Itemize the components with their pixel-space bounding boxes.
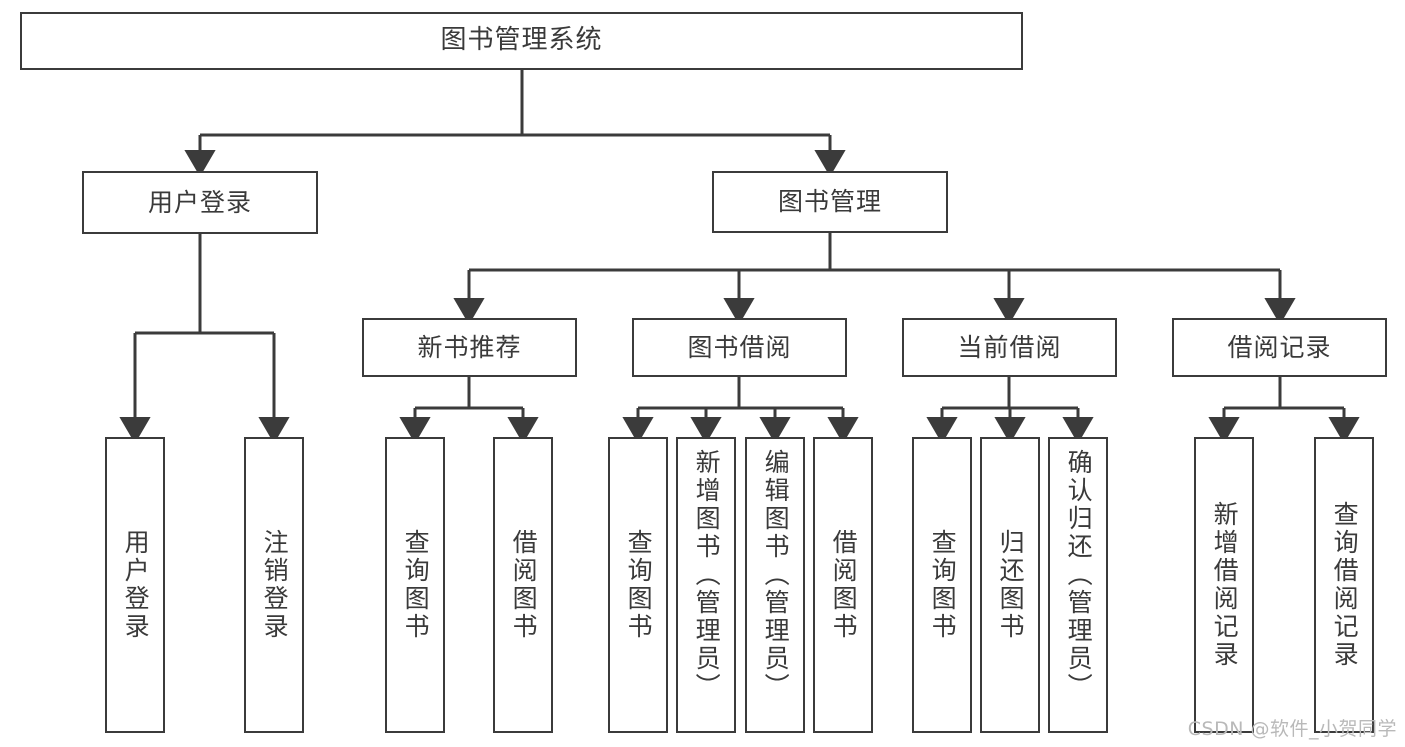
- node-leaf-query-book-2-label: 查询图书: [624, 529, 654, 641]
- node-leaf-user-logout-label: 注销登录: [260, 529, 290, 641]
- node-book-borrow-label: 图书借阅: [687, 332, 792, 362]
- node-book-borrow[interactable]: 图书借阅: [632, 318, 847, 377]
- node-leaf-edit-book[interactable]: 编辑图书（管理员）: [745, 437, 805, 733]
- node-root-label: 图书管理系统: [440, 25, 603, 56]
- node-leaf-borrow-book-1[interactable]: 借阅图书: [493, 437, 553, 733]
- node-leaf-edit-book-label: 编辑图书（管理员）: [761, 449, 791, 701]
- node-leaf-query-book-3-label: 查询图书: [928, 529, 958, 641]
- node-user-login[interactable]: 用户登录: [82, 171, 318, 234]
- node-leaf-add-book-label: 新增图书（管理员）: [692, 449, 722, 701]
- node-leaf-add-book[interactable]: 新增图书（管理员）: [676, 437, 736, 733]
- node-leaf-query-book-2[interactable]: 查询图书: [608, 437, 668, 733]
- node-leaf-borrow-book-2-label: 借阅图书: [829, 529, 859, 641]
- node-leaf-query-record[interactable]: 查询借阅记录: [1314, 437, 1374, 733]
- node-leaf-user-login[interactable]: 用户登录: [105, 437, 165, 733]
- node-leaf-borrow-book-1-label: 借阅图书: [509, 529, 539, 641]
- node-current-borrow-label: 当前借阅: [957, 332, 1062, 362]
- node-leaf-user-logout[interactable]: 注销登录: [244, 437, 304, 733]
- node-leaf-query-record-label: 查询借阅记录: [1330, 501, 1360, 669]
- node-user-login-label: 用户登录: [147, 187, 252, 217]
- node-leaf-user-login-label: 用户登录: [121, 529, 151, 641]
- node-new-book-rec[interactable]: 新书推荐: [362, 318, 577, 377]
- node-leaf-add-record-label: 新增借阅记录: [1210, 501, 1240, 669]
- node-new-book-rec-label: 新书推荐: [417, 332, 522, 362]
- node-leaf-confirm-return[interactable]: 确认归还（管理员）: [1048, 437, 1108, 733]
- node-leaf-return-book-label: 归还图书: [996, 529, 1026, 641]
- node-leaf-query-book-3[interactable]: 查询图书: [912, 437, 972, 733]
- node-leaf-return-book[interactable]: 归还图书: [980, 437, 1040, 733]
- node-leaf-add-record[interactable]: 新增借阅记录: [1194, 437, 1254, 733]
- node-current-borrow[interactable]: 当前借阅: [902, 318, 1117, 377]
- node-leaf-confirm-return-label: 确认归还（管理员）: [1064, 449, 1094, 701]
- node-book-manage[interactable]: 图书管理: [712, 171, 948, 233]
- node-borrow-record[interactable]: 借阅记录: [1172, 318, 1387, 377]
- node-book-manage-label: 图书管理: [777, 187, 882, 216]
- watermark: CSDN @软件_小贺同学: [1187, 718, 1397, 740]
- node-leaf-query-book-1-label: 查询图书: [401, 529, 431, 641]
- node-borrow-record-label: 借阅记录: [1227, 332, 1332, 362]
- node-leaf-borrow-book-2[interactable]: 借阅图书: [813, 437, 873, 733]
- node-root[interactable]: 图书管理系统: [20, 12, 1023, 70]
- node-leaf-query-book-1[interactable]: 查询图书: [385, 437, 445, 733]
